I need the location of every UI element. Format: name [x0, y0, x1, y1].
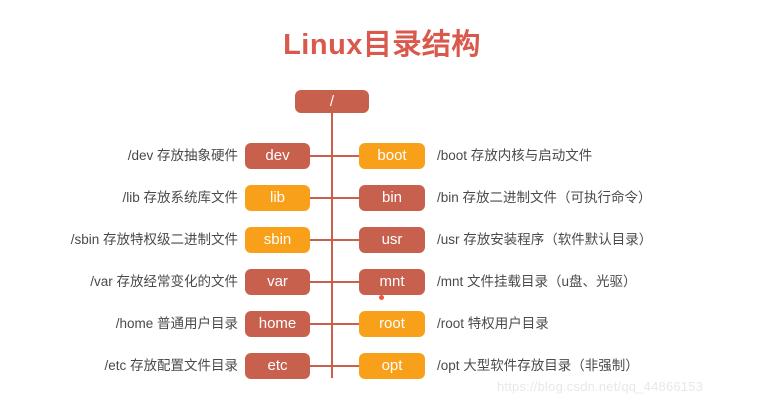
node-boot: boot — [359, 143, 425, 169]
desc-opt: /opt 大型软件存放目录（非强制） — [437, 358, 639, 373]
root-node-dot-icon — [379, 295, 384, 300]
branch-line-right-6 — [331, 365, 359, 367]
node-root: / — [295, 90, 369, 113]
desc-usr: /usr 存放安装程序（软件默认目录） — [437, 232, 653, 247]
branch-line-left-3 — [309, 239, 333, 241]
branch-line-left-4 — [309, 281, 333, 283]
node-home: home — [245, 311, 310, 337]
trunk-connector-line — [331, 112, 333, 378]
branch-line-left-2 — [309, 197, 333, 199]
desc-home: /home 普通用户目录 — [115, 316, 238, 331]
node-dev: dev — [245, 143, 310, 169]
branch-line-right-2 — [331, 197, 359, 199]
node-etc: etc — [245, 353, 310, 379]
node-bin: bin — [359, 185, 425, 211]
desc-sbin: /sbin 存放特权级二进制文件 — [70, 232, 238, 247]
branch-line-left-5 — [309, 323, 333, 325]
branch-line-left-6 — [309, 365, 333, 367]
branch-line-right-3 — [331, 239, 359, 241]
desc-lib: /lib 存放系统库文件 — [122, 190, 238, 205]
desc-root-dir: /root 特权用户目录 — [437, 316, 549, 331]
branch-line-right-5 — [331, 323, 359, 325]
branch-line-right-4 — [331, 281, 359, 283]
desc-etc: /etc 存放配置文件目录 — [104, 358, 238, 373]
node-var: var — [245, 269, 310, 295]
node-lib: lib — [245, 185, 310, 211]
page-title: Linux目录结构 — [283, 29, 481, 61]
desc-dev: /dev 存放抽象硬件 — [127, 148, 238, 163]
node-root-dir: root — [359, 311, 425, 337]
desc-var: /var 存放经常变化的文件 — [90, 274, 238, 289]
branch-line-right-1 — [331, 155, 359, 157]
node-sbin: sbin — [245, 227, 310, 253]
desc-bin: /bin 存放二进制文件（可执行命令） — [437, 190, 652, 205]
node-opt: opt — [359, 353, 425, 379]
desc-boot: /boot 存放内核与启动文件 — [437, 148, 593, 163]
watermark-text: https://blog.csdn.net/qq_44866153 — [497, 379, 704, 394]
node-mnt: mnt — [359, 269, 425, 295]
branch-line-left-1 — [309, 155, 333, 157]
desc-mnt: /mnt 文件挂载目录（u盘、光驱） — [437, 274, 637, 289]
node-usr: usr — [359, 227, 425, 253]
